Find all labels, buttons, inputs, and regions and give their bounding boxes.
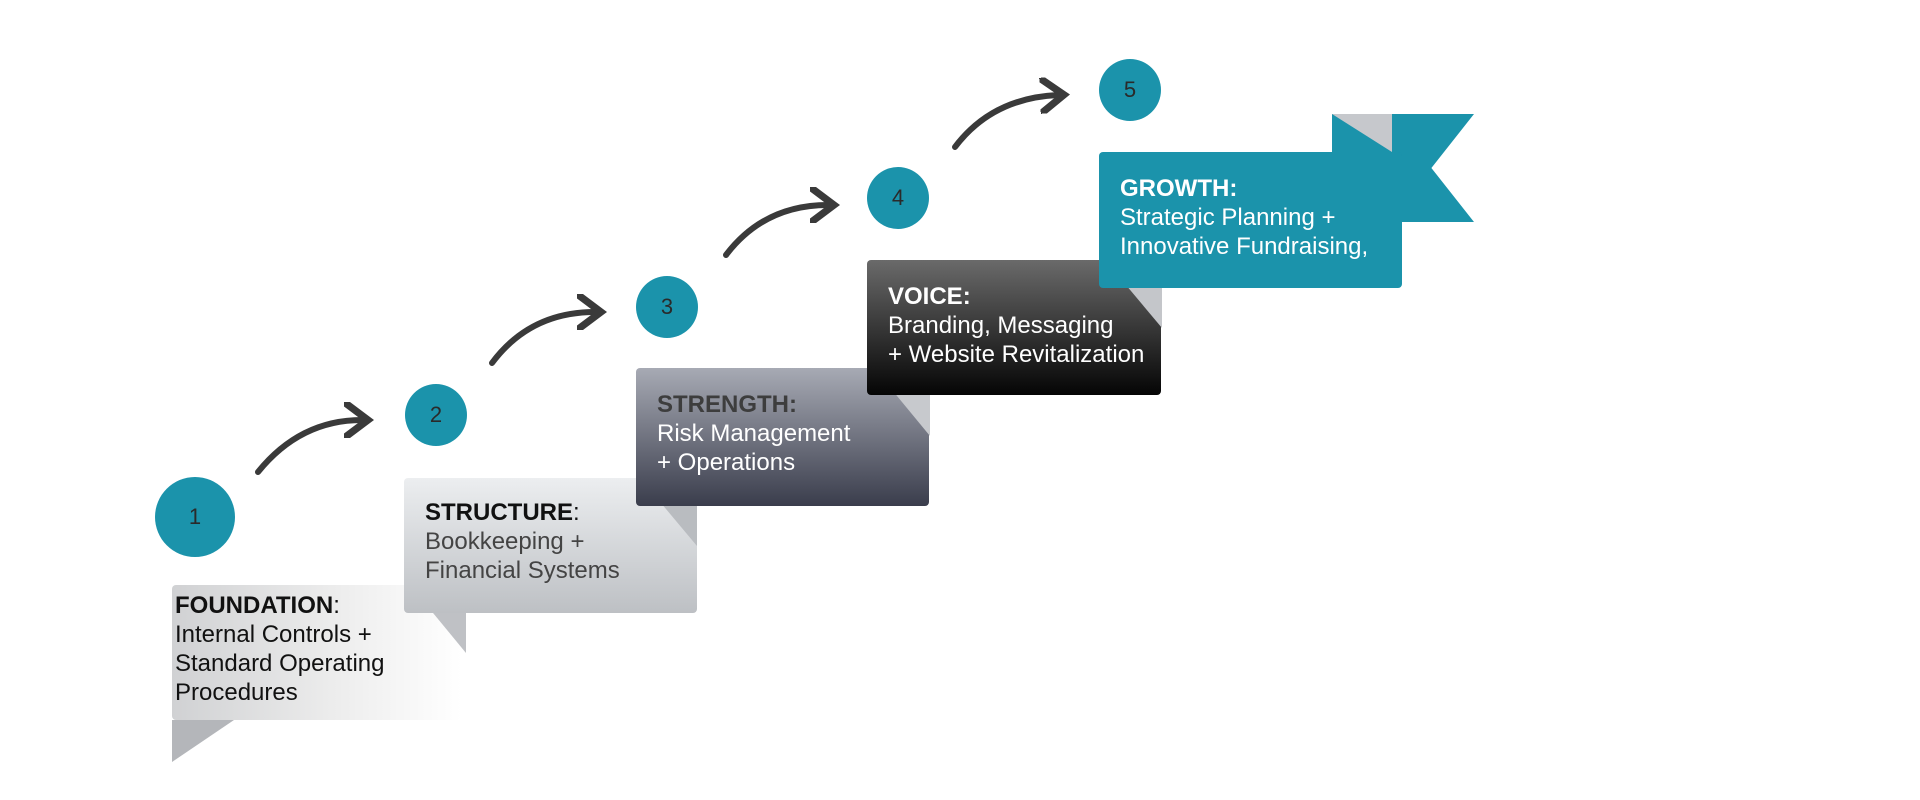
- arrow-3-to-4: [723, 205, 828, 258]
- step-box-growth: GROWTH: Strategic Planning + Innovative …: [1099, 152, 1402, 288]
- step-number-5: 5: [1099, 59, 1161, 121]
- step-title-strength: STRENGTH:: [657, 391, 797, 418]
- step-number-1: 1: [155, 477, 235, 557]
- step-number-4: 4: [867, 167, 929, 229]
- ribbon-fold-1: [172, 720, 234, 762]
- arrow-2-to-3: [489, 312, 595, 366]
- step-title-voice: VOICE:: [888, 283, 971, 310]
- step-desc-foundation: Internal Controls + Standard Operating P…: [175, 621, 385, 706]
- step-number-2: 2: [405, 384, 467, 446]
- step-desc-structure: Bookkeeping + Financial Systems: [425, 528, 620, 584]
- step-desc-strength: Risk Management + Operations: [657, 420, 851, 476]
- step-desc-growth: Strategic Planning + Innovative Fundrais…: [1120, 204, 1369, 260]
- step-desc-voice: Branding, Messaging + Website Revitaliza…: [888, 312, 1145, 368]
- step-title-growth: GROWTH:: [1120, 175, 1238, 202]
- arrow-4-to-5: [952, 95, 1058, 150]
- ribbon-fold-5: [1332, 114, 1392, 152]
- step-number-3: 3: [636, 276, 698, 338]
- step-title-structure: STRUCTURE:: [425, 499, 580, 526]
- step-title-foundation: FOUNDATION:: [175, 592, 340, 619]
- arrow-1-to-2: [255, 420, 362, 475]
